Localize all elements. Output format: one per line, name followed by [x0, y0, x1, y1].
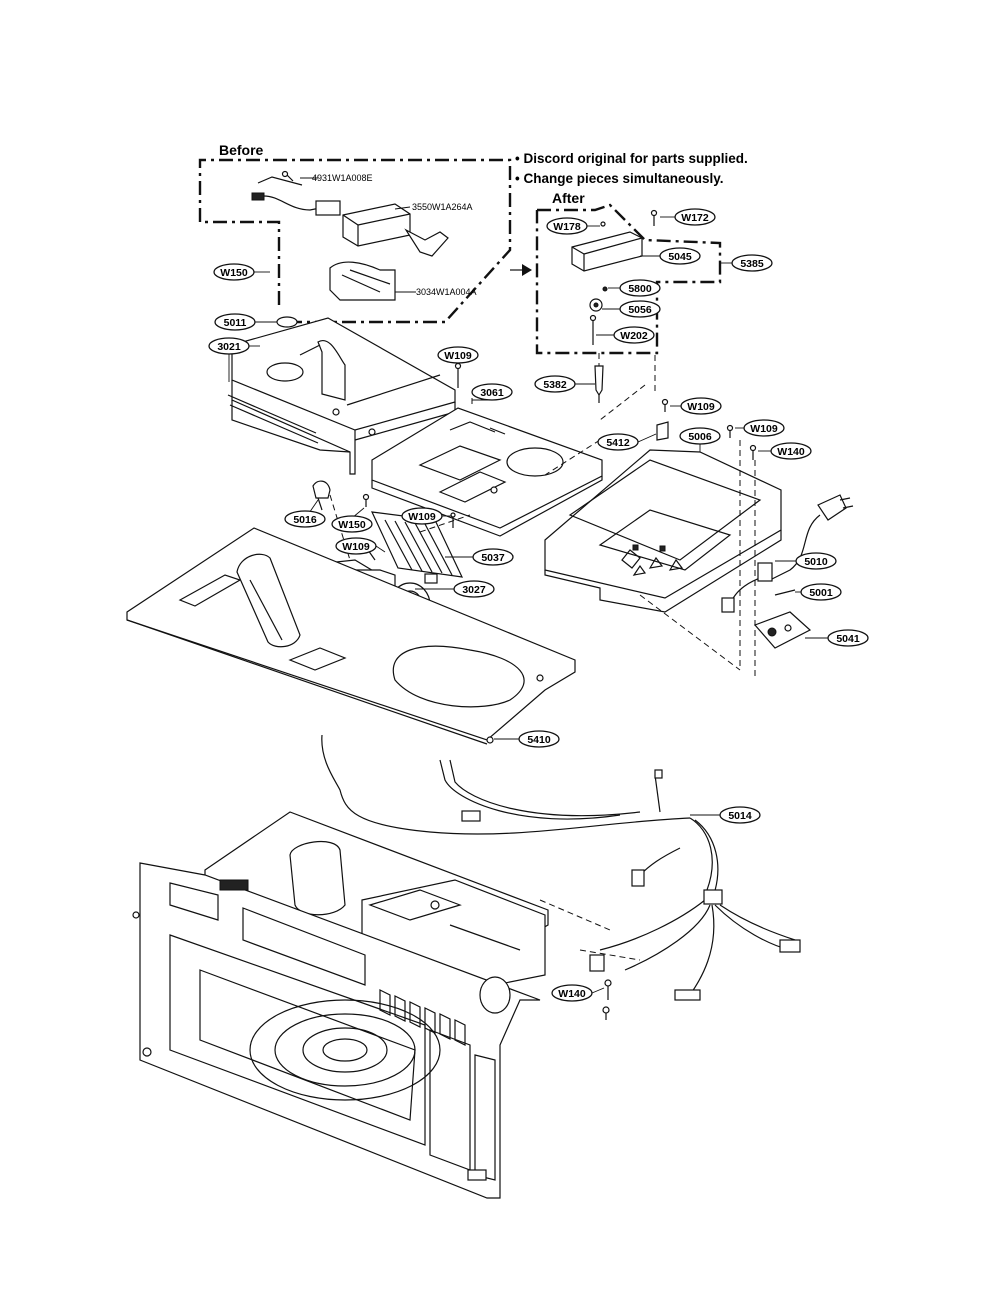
- callout-5056: 5056: [628, 304, 652, 316]
- cord-and-board: [721, 494, 854, 649]
- part-number-3550: 3550W1A264A: [412, 202, 473, 212]
- main-cavity: [132, 811, 641, 1199]
- callout-w140-a: W140: [777, 446, 805, 458]
- base-plate-5410: [126, 527, 576, 745]
- callout-3021: 3021: [217, 341, 241, 353]
- before-heading: Before: [219, 142, 264, 158]
- note-discard: • Discord original for parts supplied.: [515, 151, 748, 166]
- plate-3061: [371, 398, 603, 537]
- callout-3027: 3027: [462, 584, 486, 596]
- callout-w202: W202: [620, 330, 648, 342]
- arrow-icon: [510, 264, 532, 276]
- part-number-3034: 3034W1A004A: [416, 287, 477, 297]
- callout-5016: 5016: [293, 514, 317, 526]
- part-number-4931: 4931W1A008E: [312, 173, 373, 183]
- callout-5011: 5011: [224, 317, 247, 329]
- callout-w109-e: W109: [342, 541, 370, 553]
- callout-w109-d: W109: [408, 511, 436, 523]
- harness-5014: [321, 734, 801, 1001]
- after-box: After: [535, 190, 722, 403]
- callout-w109-a: W109: [444, 350, 472, 362]
- callout-5041: 5041: [836, 633, 860, 645]
- hood-3021: [227, 316, 462, 475]
- callout-w150-mid: W150: [338, 519, 366, 531]
- callouts: W172 W178 5045 5385 5800 5056 W202 5382 …: [208, 208, 869, 1002]
- callout-5385: 5385: [740, 258, 764, 270]
- callout-5412: 5412: [606, 437, 630, 449]
- callout-5410: 5410: [527, 734, 551, 746]
- callout-5037: 5037: [481, 552, 505, 564]
- callout-5045: 5045: [668, 251, 692, 263]
- alignment-lines: [329, 355, 756, 680]
- after-heading: After: [552, 190, 585, 206]
- callout-w172: W172: [681, 212, 709, 224]
- note-change: • Change pieces simultaneously.: [515, 171, 724, 186]
- callout-5001: 5001: [809, 587, 833, 599]
- before-box: Before 4931W1A008E 3550W1A264A 3034W1A00…: [198, 142, 512, 324]
- case-5006: [544, 398, 782, 613]
- callout-3061: 3061: [480, 387, 504, 399]
- callout-5006: 5006: [688, 431, 712, 443]
- callout-w178: W178: [553, 221, 581, 233]
- callout-w109-b: W109: [687, 401, 715, 413]
- callout-5010: 5010: [804, 556, 828, 568]
- callout-w150-top: W150: [220, 267, 248, 279]
- callout-5382: 5382: [543, 379, 567, 391]
- callout-w109-c: W109: [750, 423, 778, 435]
- callout-5800: 5800: [628, 283, 652, 295]
- callout-5014: 5014: [728, 810, 752, 822]
- callout-w140-b: W140: [558, 988, 586, 1000]
